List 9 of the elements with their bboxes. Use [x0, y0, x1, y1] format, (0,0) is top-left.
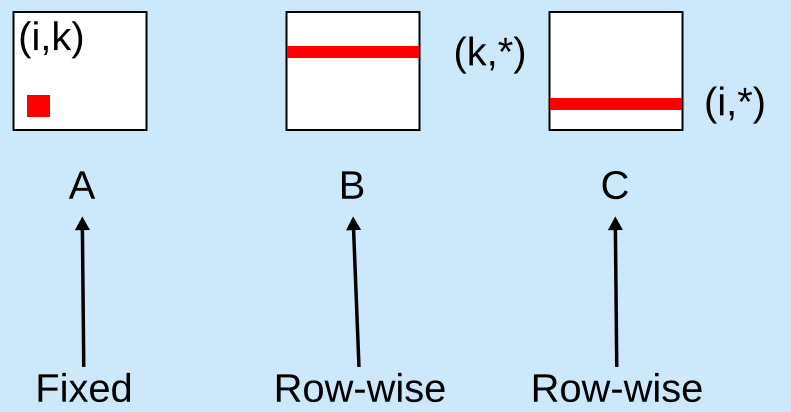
access-label: Fixed — [38, 372, 130, 402]
cell-label: (i,k) — [20, 21, 82, 58]
row-label: (i,*) — [706, 86, 764, 124]
matrix-name: C — [602, 170, 628, 200]
access-label: Row-wise — [534, 372, 702, 402]
matrix-name: B — [342, 171, 364, 199]
access-label: Row-wise — [276, 372, 445, 402]
matrix-name: A — [68, 171, 96, 199]
row-label: (k,*) — [456, 36, 524, 74]
